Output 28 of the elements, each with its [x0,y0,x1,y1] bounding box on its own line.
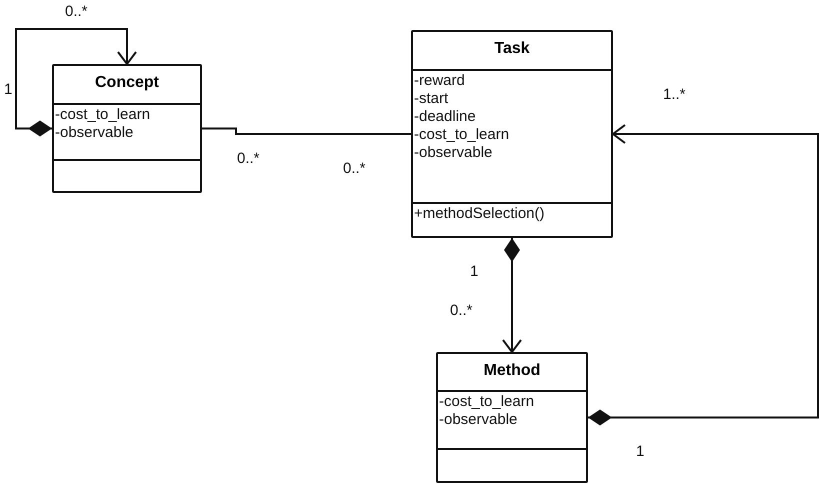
multiplicity-label: 1 [470,263,478,280]
class-name: Concept [95,74,159,91]
multiplicity-label: 0..* [450,302,473,319]
class-name: Method [484,362,540,379]
multiplicity-label: 1 [636,443,644,460]
association-line [502,238,522,353]
attribute-text: -deadline [414,108,476,125]
attribute-text: -cost_to_learn [414,126,510,143]
attribute-text: -observable [55,124,134,141]
multiplicity-label: 0..* [237,150,260,167]
multiplicity-label: 0..* [65,3,88,20]
association-line [588,124,819,426]
class-box [52,64,202,193]
attribute-text: -start [414,90,448,107]
class-box [411,30,613,238]
attribute-text: -cost_to_learn [55,106,150,123]
operation-text: +methodSelection() [414,205,544,222]
attribute-text: -cost_to_learn [439,393,534,410]
class-name: Task [494,40,530,57]
multiplicity-label: 1..* [663,86,686,103]
attribute-text: -observable [439,411,518,428]
association-line [15,28,137,136]
multiplicity-label: 0..* [343,160,366,177]
association-line [202,128,411,135]
attribute-text: -observable [414,144,492,161]
attribute-text: -reward [414,72,465,89]
class-box [436,352,588,483]
multiplicity-label: 1 [4,81,12,98]
